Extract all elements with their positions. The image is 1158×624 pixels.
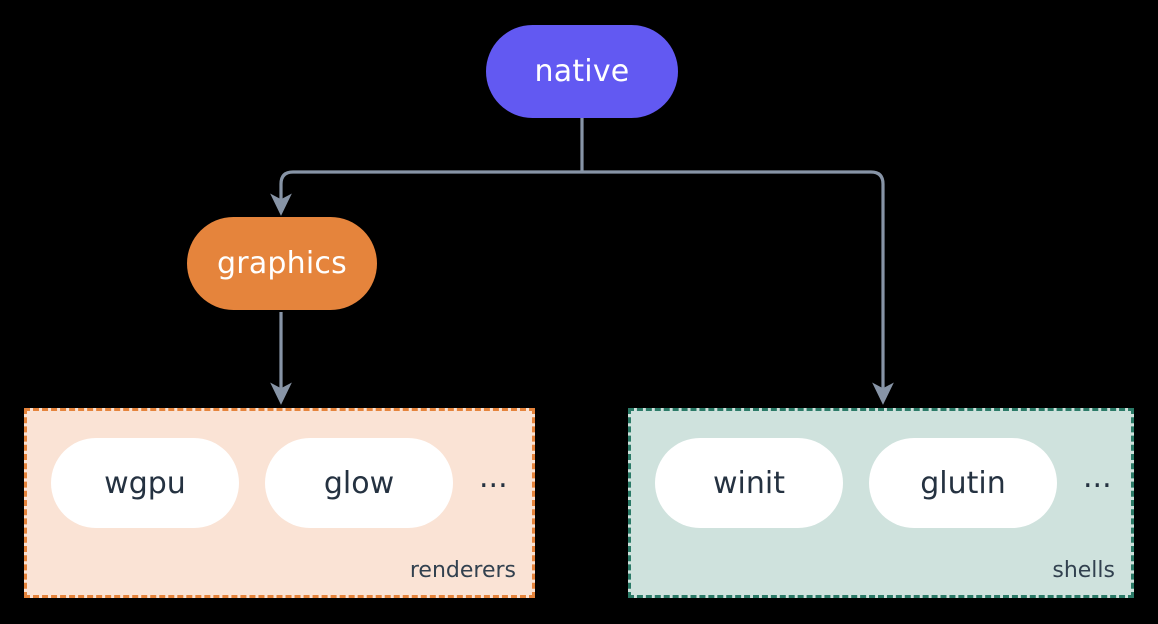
pill-glow[interactable]: glow	[265, 438, 453, 528]
pill-glow-label: glow	[323, 465, 395, 501]
group-renderers: wgpu glow ... renderers	[24, 408, 535, 598]
renderers-more-ellipsis: ...	[479, 460, 508, 495]
group-shells-items: winit glutin ...	[631, 438, 1131, 528]
node-native-label: native	[534, 54, 630, 89]
pill-glutin[interactable]: glutin	[869, 438, 1057, 528]
group-shells-label: shells	[1052, 558, 1115, 583]
node-native[interactable]: native	[486, 25, 678, 118]
pill-glutin-label: glutin	[920, 465, 1006, 501]
edge-native-to-graphics	[270, 170, 582, 216]
node-graphics-label: graphics	[217, 246, 347, 281]
edge-native-to-shells	[582, 170, 894, 405]
node-graphics[interactable]: graphics	[187, 217, 377, 310]
shells-more-ellipsis: ...	[1083, 460, 1112, 495]
pill-winit-label: winit	[713, 465, 785, 501]
group-renderers-label: renderers	[409, 558, 516, 583]
group-renderers-items: wgpu glow ...	[27, 438, 532, 528]
pill-winit[interactable]: winit	[655, 438, 843, 528]
pill-wgpu-label: wgpu	[104, 465, 186, 501]
group-shells: winit glutin ... shells	[628, 408, 1134, 598]
pill-wgpu[interactable]: wgpu	[51, 438, 239, 528]
